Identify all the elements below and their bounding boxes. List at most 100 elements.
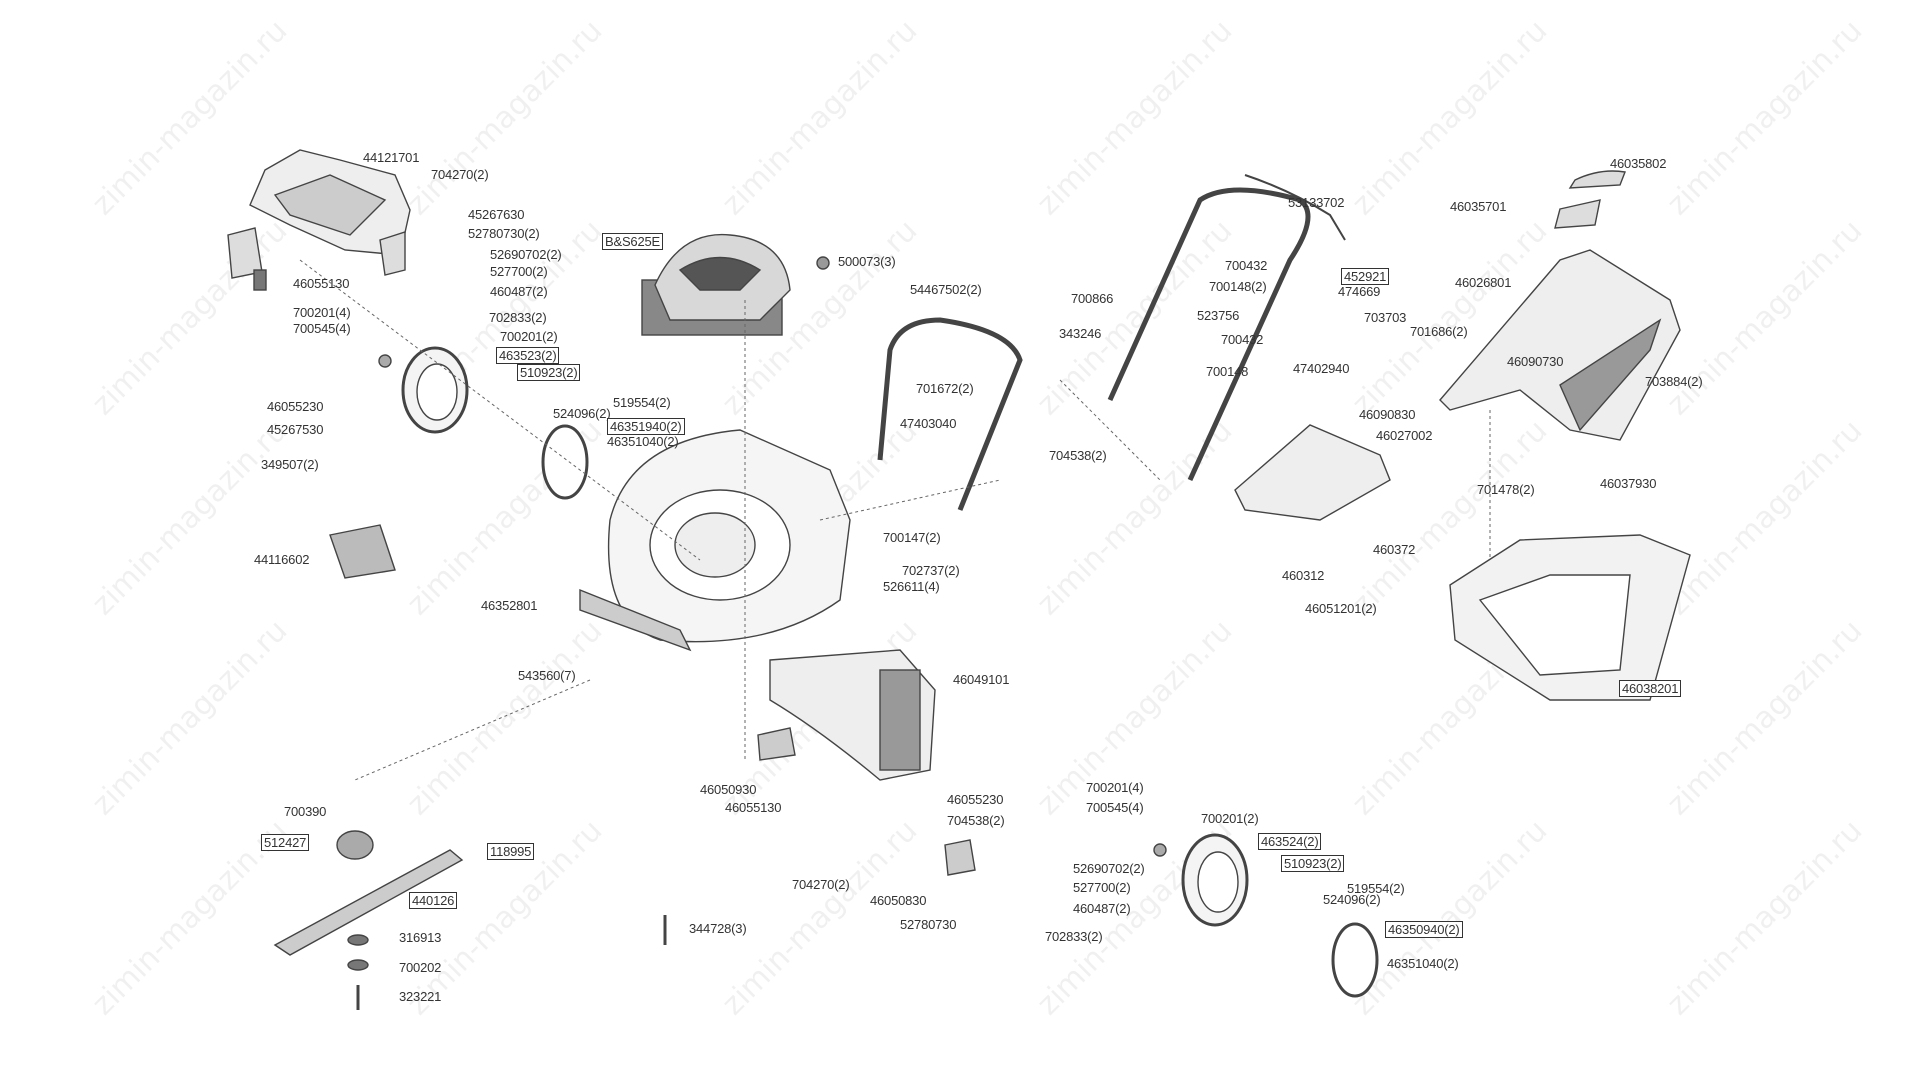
part-number-label[interactable]: 700148(2) — [1209, 279, 1267, 294]
part-number-label[interactable]: 700147(2) — [883, 530, 941, 545]
part-number-label[interactable]: 512427 — [261, 834, 310, 851]
part-number-label[interactable]: 700432 — [1225, 258, 1268, 273]
part-number-label[interactable]: 54467502(2) — [910, 282, 982, 297]
part-number-label[interactable]: 52780730 — [900, 917, 957, 932]
part-number-label[interactable]: 700201(4) — [293, 305, 351, 320]
part-number-label[interactable]: 46055130 — [725, 800, 782, 815]
part-number-label[interactable]: 323221 — [399, 989, 442, 1004]
part-number-label[interactable]: 702833(2) — [489, 310, 547, 325]
part-number-label[interactable]: 701672(2) — [916, 381, 974, 396]
part-number-label[interactable]: 700201(2) — [1201, 811, 1259, 826]
mower-deck-part — [579, 429, 851, 652]
part-number-label[interactable]: 702833(2) — [1045, 929, 1103, 944]
part-number-label[interactable]: 46090830 — [1359, 407, 1416, 422]
part-number-label[interactable]: 460487(2) — [1073, 901, 1131, 916]
front-wheel-right — [1153, 833, 1379, 998]
part-number-label[interactable]: 46050930 — [700, 782, 757, 797]
part-number-label[interactable]: 703884(2) — [1645, 374, 1703, 389]
part-number-label[interactable]: 524096(2) — [1323, 892, 1381, 907]
part-number-label[interactable]: 527700(2) — [490, 264, 548, 279]
part-number-label[interactable]: 460487(2) — [490, 284, 548, 299]
part-number-label[interactable]: 701478(2) — [1477, 482, 1535, 497]
part-number-label[interactable]: 46051201(2) — [1305, 601, 1377, 616]
part-number-label[interactable]: 46350940(2) — [1385, 921, 1463, 938]
grass-bag-part — [1449, 534, 1691, 701]
part-number-label[interactable]: 46050830 — [870, 893, 927, 908]
part-number-label[interactable]: 343246 — [1059, 326, 1102, 341]
rear-wheel-left — [378, 346, 589, 500]
part-number-label[interactable]: 519554(2) — [1347, 881, 1405, 896]
part-number-label[interactable]: 700148 — [1206, 364, 1249, 379]
part-number-label[interactable]: 47402940 — [1293, 361, 1350, 376]
part-number-label[interactable]: 452921 — [1341, 268, 1390, 285]
part-number-label[interactable]: 45267530 — [267, 422, 324, 437]
part-number-label[interactable]: 463523(2) — [496, 347, 560, 364]
part-number-label[interactable]: 700390 — [284, 804, 327, 819]
control-bar-part — [1244, 174, 1346, 241]
part-number-label[interactable]: 52690702(2) — [490, 247, 562, 262]
part-number-label[interactable]: 500073(3) — [838, 254, 896, 269]
part-number-label[interactable]: 460372 — [1373, 542, 1416, 557]
part-number-label[interactable]: 704538(2) — [947, 813, 1005, 828]
part-number-label[interactable]: 519554(2) — [613, 395, 671, 410]
part-number-label[interactable]: 46037930 — [1600, 476, 1657, 491]
part-number-label[interactable]: 700201(2) — [500, 329, 558, 344]
part-number-label[interactable]: 527700(2) — [1073, 880, 1131, 895]
lower-handle-part — [877, 317, 1023, 511]
part-number-label[interactable]: 52690702(2) — [1073, 861, 1145, 876]
part-number-label[interactable]: 46049101 — [953, 672, 1010, 687]
part-number-label[interactable]: 700545(4) — [1086, 800, 1144, 815]
part-number-label[interactable]: 46351940(2) — [607, 418, 685, 435]
part-number-label[interactable]: 46027002 — [1376, 428, 1433, 443]
part-number-label[interactable]: 44116602 — [254, 552, 310, 567]
part-number-label[interactable]: 701686(2) — [1410, 324, 1468, 339]
part-number-label[interactable]: 46055230 — [947, 792, 1004, 807]
part-number-label[interactable]: 700866 — [1071, 291, 1114, 306]
part-number-label[interactable]: 46090730 — [1507, 354, 1564, 369]
upper-handle-part — [1107, 187, 1311, 482]
part-number-label[interactable]: 510923(2) — [1281, 855, 1345, 872]
part-number-label[interactable]: 463524(2) — [1258, 833, 1322, 850]
part-number-label[interactable]: 700202 — [399, 960, 442, 975]
part-number-label[interactable]: 316913 — [399, 930, 442, 945]
blade-assembly — [273, 830, 667, 1010]
part-number-label[interactable]: 543560(7) — [518, 668, 576, 683]
part-number-label[interactable]: 46035802 — [1610, 156, 1667, 171]
part-number-label[interactable]: 704270(2) — [431, 167, 489, 182]
part-number-label[interactable]: 460312 — [1282, 568, 1325, 583]
part-number-label[interactable]: 700432 — [1221, 332, 1264, 347]
part-number-label[interactable]: 44121701 — [363, 150, 420, 165]
part-number-label[interactable]: 46055230 — [267, 399, 324, 414]
part-number-label[interactable]: 510923(2) — [517, 364, 581, 381]
part-number-label[interactable]: 118995 — [487, 843, 535, 860]
part-number-label[interactable]: 703703 — [1364, 310, 1407, 325]
part-number-label[interactable]: 704538(2) — [1049, 448, 1107, 463]
part-number-label[interactable]: 52780730(2) — [468, 226, 540, 241]
part-number-label[interactable]: 46035701 — [1450, 199, 1507, 214]
part-number-label[interactable]: 53133702 — [1288, 195, 1345, 210]
part-number-label[interactable]: 526611(4) — [883, 579, 940, 594]
part-number-label[interactable]: 702737(2) — [902, 563, 960, 578]
part-number-label[interactable]: 704270(2) — [792, 877, 850, 892]
part-number-label[interactable]: 46038201 — [1619, 680, 1682, 697]
part-number-label[interactable]: 46055130 — [293, 276, 350, 291]
part-number-label[interactable]: 700201(4) — [1086, 780, 1144, 795]
part-number-label[interactable]: 523756 — [1197, 308, 1240, 323]
part-number-label[interactable]: 47403040 — [900, 416, 957, 431]
part-number-label[interactable]: B&S625E — [602, 233, 663, 250]
part-number-label[interactable]: 46352801 — [481, 598, 538, 613]
part-number-label[interactable]: 474669 — [1338, 284, 1381, 299]
part-number-label[interactable]: 45267630 — [468, 207, 525, 222]
part-number-label[interactable]: 524096(2) — [553, 406, 611, 421]
part-number-label[interactable]: 700545(4) — [293, 321, 351, 336]
part-number-label[interactable]: 344728(3) — [689, 921, 747, 936]
part-number-label[interactable]: 46351040(2) — [1387, 956, 1459, 971]
part-number-label[interactable]: 46026801 — [1455, 275, 1512, 290]
assembly-guide-lines — [299, 259, 1491, 781]
part-number-label[interactable]: 349507(2) — [261, 457, 319, 472]
bracket-part — [757, 727, 796, 761]
part-number-label[interactable]: 46351040(2) — [607, 434, 679, 449]
part-number-label[interactable]: 440126 — [409, 892, 458, 909]
